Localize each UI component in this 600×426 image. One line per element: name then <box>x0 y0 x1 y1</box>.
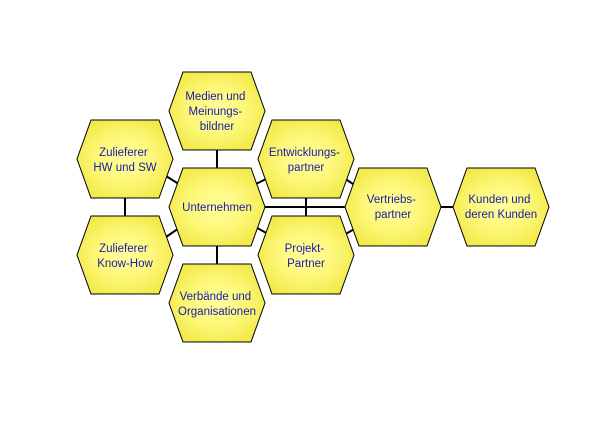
node-entwicklungspartner-label: Entwicklungs- partner <box>269 147 343 174</box>
node-kunden: Kunden und deren Kunden <box>452 167 550 247</box>
hexagon-shape <box>76 215 174 295</box>
hexagon-shape <box>344 167 442 247</box>
hexagon-shape <box>257 119 355 199</box>
node-verbaende-label: Verbände und Organisationen <box>178 291 256 318</box>
node-zulieferer-hw-sw: Zulieferer HW und SW <box>76 119 174 199</box>
node-zulieferer-know-how: Zulieferer Know-How <box>76 215 174 295</box>
node-vertriebspartner: Vertriebs- partner <box>344 167 442 247</box>
hexagon-shape <box>168 263 266 343</box>
hexagon-shape <box>76 119 174 199</box>
hexagon-shape <box>168 71 266 151</box>
node-projektpartner-label: Projekt- Partner <box>285 243 328 270</box>
node-medien-label: Medien und Meinungs- bildner <box>185 91 248 133</box>
hexagon-shape <box>452 167 550 247</box>
node-verbaende: Verbände und Organisationen <box>168 263 266 343</box>
node-kunden-label: Kunden und deren Kunden <box>465 194 537 221</box>
node-vertriebspartner-label: Vertriebs- partner <box>367 194 419 221</box>
node-zulieferer-hw-sw-label: Zulieferer HW und SW <box>93 147 156 174</box>
node-projektpartner: Projekt- Partner <box>257 215 355 295</box>
hexagon-shape <box>257 215 355 295</box>
node-zulieferer-know-how-label: Zulieferer Know-How <box>97 243 153 270</box>
node-unternehmen-label: Unternehmen <box>182 202 252 214</box>
node-unternehmen: Unternehmen <box>168 167 266 247</box>
hexagon-shape <box>168 167 266 247</box>
node-medien: Medien und Meinungs- bildner <box>168 71 266 151</box>
node-entwicklungspartner: Entwicklungs- partner <box>257 119 355 199</box>
